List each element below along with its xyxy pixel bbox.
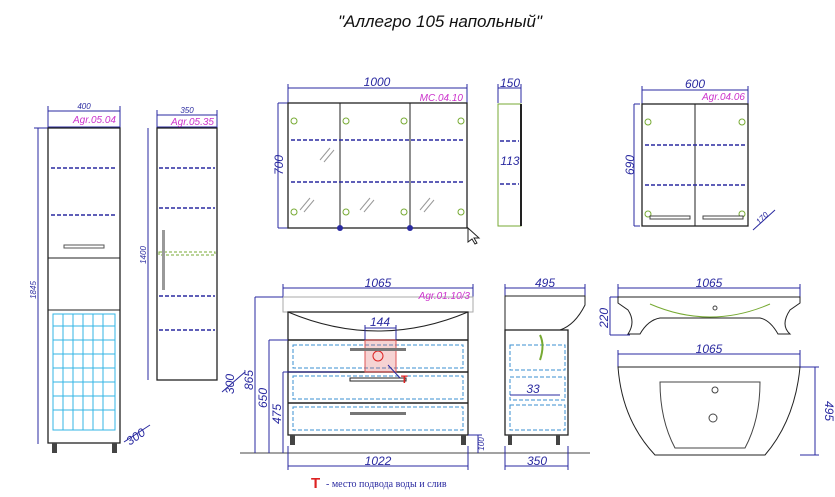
mirror-side-inner: 113 bbox=[500, 154, 519, 168]
column-width: 350 bbox=[180, 106, 194, 115]
tall-height: 1845 bbox=[29, 281, 38, 299]
basin-side-height: 220 bbox=[597, 308, 611, 329]
vanity-model: Agr.01.10/3 bbox=[418, 291, 471, 302]
cursor-icon bbox=[467, 226, 481, 245]
column-model: Agr.05.35 bbox=[170, 117, 214, 128]
vanity-width: 1065 bbox=[365, 276, 392, 290]
vanity-side-base-depth: 350 bbox=[527, 454, 547, 468]
column-depth: 300 bbox=[223, 374, 237, 394]
mirror-side-depth: 150 bbox=[500, 76, 520, 90]
wall-model: Agr.04.06 bbox=[701, 92, 745, 103]
vanity-h2: 650 bbox=[256, 388, 270, 408]
legend-text: - место подвода воды и слив bbox=[326, 479, 447, 490]
vanity-front: 1065 Agr.01.10/3 T 144 865 650 475 100 1… bbox=[240, 276, 500, 470]
wall-width: 600 bbox=[685, 77, 705, 91]
wall-depth: 170 bbox=[754, 210, 770, 226]
basin-top-depth: 495 bbox=[822, 401, 835, 421]
tall-model: Agr.05.04 bbox=[72, 115, 116, 126]
wall-cabinet: 600 Agr.04.06 690 170 bbox=[623, 77, 776, 231]
water-point-marker: T bbox=[401, 374, 408, 386]
mirror-height: 700 bbox=[272, 155, 286, 175]
vanity-side-depth: 495 bbox=[535, 276, 555, 290]
basin-top-width: 1065 bbox=[696, 342, 723, 356]
vanity-h3: 475 bbox=[270, 404, 284, 424]
legend-symbol: T bbox=[311, 475, 320, 492]
vanity-legs: 100 bbox=[477, 437, 486, 451]
tall-cabinet: 400 Agr.05.04 1845 300 bbox=[29, 102, 151, 453]
basin-side-width: 1065 bbox=[696, 276, 723, 290]
vanity-cutout: 144 bbox=[370, 315, 390, 329]
legend: T - место подвода воды и слив bbox=[311, 475, 447, 492]
wall-height: 690 bbox=[623, 155, 637, 175]
basin-side-view: 1065 220 bbox=[597, 276, 801, 336]
mirror-model: MC.04.10 bbox=[420, 93, 464, 104]
column-height: 1400 bbox=[139, 246, 148, 264]
mirror-cabinet: 1000 MC.04.10 700 bbox=[272, 75, 481, 245]
mirror-side-view: 150 113 bbox=[497, 76, 522, 227]
vanity-base-width: 1022 bbox=[365, 454, 392, 468]
page-title: "Аллегро 105 напольный" bbox=[338, 12, 543, 31]
column-cabinet: 350 Agr.05.35 1400 300 bbox=[139, 106, 246, 394]
basin-top-view: 1065 495 bbox=[617, 342, 835, 456]
vanity-side-offset: 33 bbox=[526, 382, 540, 396]
vanity-h1: 865 bbox=[242, 370, 256, 390]
tall-width: 400 bbox=[77, 102, 91, 111]
mirror-width: 1000 bbox=[364, 75, 391, 89]
vanity-side: 495 33 350 bbox=[500, 276, 590, 470]
